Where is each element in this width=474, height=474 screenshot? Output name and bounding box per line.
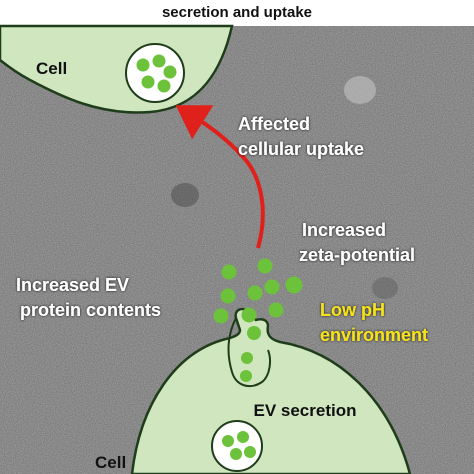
intraluminal-vesicle <box>142 76 155 89</box>
intraluminal-vesicle <box>137 59 150 72</box>
intraluminal-vesicle <box>244 446 256 458</box>
budding-vesicle <box>240 370 252 382</box>
intraluminal-vesicle <box>164 66 177 79</box>
budding-vesicle <box>241 352 253 364</box>
ev-particle <box>248 286 263 301</box>
ev-secretion-label: EV secretion <box>254 401 357 420</box>
ev-particle <box>258 259 273 274</box>
ev-particle <box>286 277 303 294</box>
intraluminal-vesicle <box>158 80 171 93</box>
intraluminal-vesicle <box>222 435 234 447</box>
uptake-label-line1: Affected <box>238 114 310 134</box>
ev-particle <box>269 303 284 318</box>
ev-particle <box>214 309 229 324</box>
ev-particle <box>242 308 257 323</box>
bottom-cell-vesicle <box>212 421 262 471</box>
top-cell-label: Cell <box>36 59 67 78</box>
protein-label-line1: Increased EV <box>16 275 129 295</box>
uptake-label-line2: cellular uptake <box>238 139 364 159</box>
ph-label-line1: Low pH <box>320 300 385 320</box>
background-vesicle <box>344 76 376 104</box>
ev-particle <box>222 265 237 280</box>
bottom-cell-label: Cell <box>95 453 126 472</box>
zeta-label-line1: Increased <box>302 220 386 240</box>
intraluminal-vesicle <box>237 431 249 443</box>
background-vesicle <box>372 277 398 299</box>
ev-particle <box>221 289 236 304</box>
intraluminal-vesicle <box>153 55 166 68</box>
background-vesicle <box>171 183 199 207</box>
ev-particle <box>247 326 261 340</box>
ph-label-line2: environment <box>320 325 428 345</box>
intraluminal-vesicle <box>230 448 242 460</box>
zeta-label-line2: zeta-potential <box>299 245 415 265</box>
page-title: secretion and uptake <box>162 4 312 21</box>
ev-particle <box>265 280 280 295</box>
protein-label-line2: protein contents <box>20 300 161 320</box>
